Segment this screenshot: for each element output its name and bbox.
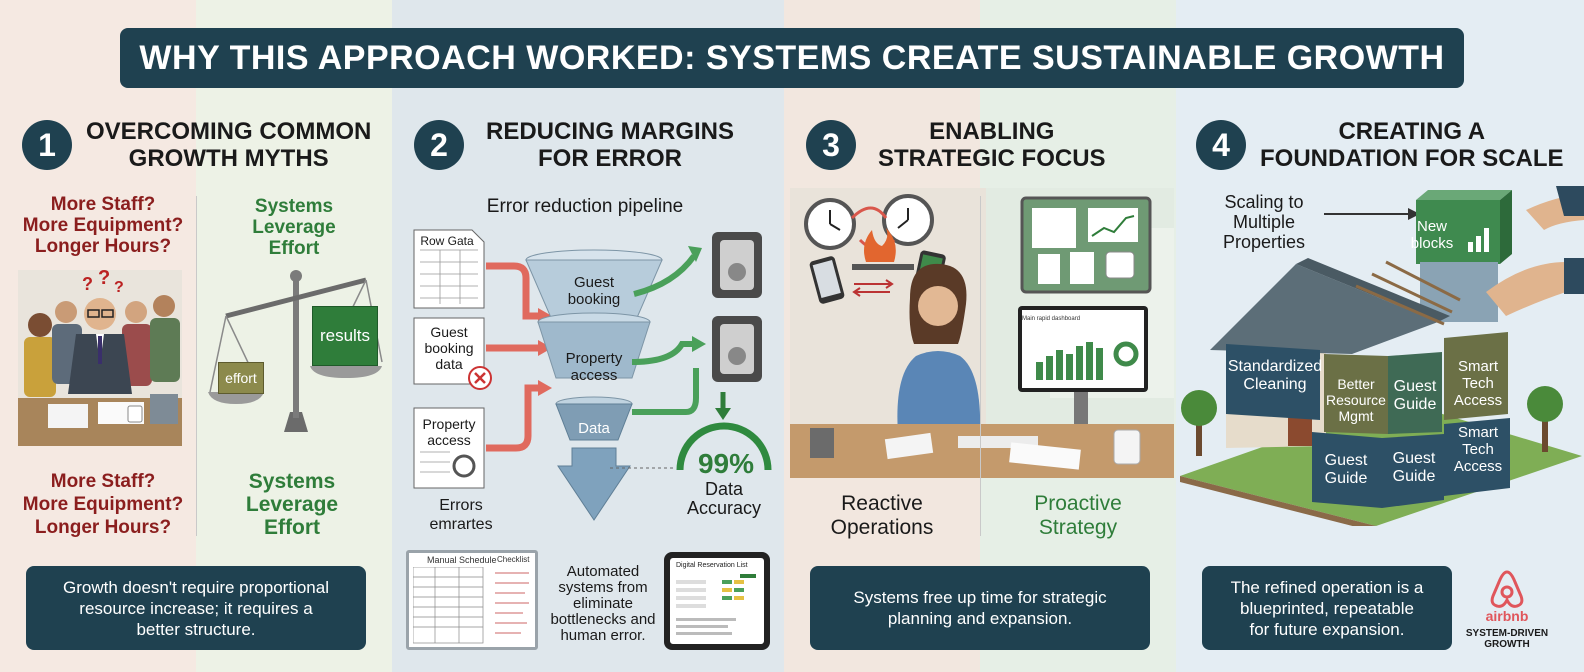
myth-questions-top: More Staff?More Equipment?Longer Hours? [22, 194, 184, 257]
section-number: 2 [414, 120, 464, 170]
section-number: 1 [22, 120, 72, 170]
manual-schedule-whiteboard: Manual Schedule Checklist [406, 550, 538, 650]
svg-text:?: ? [98, 270, 110, 289]
divider [196, 196, 197, 536]
error-pipeline-diagram [413, 229, 772, 521]
myth-questions-bottom: More Staff?More Equipment?Longer Hours? [22, 471, 184, 538]
svg-text:?: ? [82, 274, 93, 294]
section-number: 3 [806, 120, 856, 170]
funnel-data: Data [578, 420, 610, 437]
divider [980, 196, 981, 536]
tablet-title: Digital Reservation List [676, 562, 748, 569]
effort-weight: effort [218, 362, 264, 394]
house-blocks-illustration [1180, 186, 1584, 526]
accuracy-value: 99% [697, 448, 755, 479]
doc-row-data-label: Row Gata [420, 234, 474, 248]
svg-text:?: ? [114, 279, 124, 296]
airbnb-brand-text: airbnb [1485, 608, 1529, 624]
monitor-title: Main rapid dashboard [1022, 316, 1081, 322]
digital-reservation-tablet: Digital Reservation List [664, 552, 770, 650]
section-number: 4 [1196, 120, 1246, 170]
whiteboard-title: Manual Schedule [427, 555, 497, 565]
stressed-manager-illustration: ? ? ? [18, 270, 182, 446]
airbnb-logo-icon [1490, 570, 1524, 608]
results-weight: results [312, 306, 378, 366]
whiteboard-checklist-title: Checklist [497, 555, 530, 564]
tablet-screen: Digital Reservation List [670, 558, 764, 644]
pipeline-title: Error reduction pipeline [486, 196, 684, 217]
main-title: WHY THIS APPROACH WORKED: SYSTEMS CREATE… [120, 28, 1464, 88]
office-scene-illustration [790, 188, 1174, 478]
whiteboard-grid [413, 567, 529, 644]
tablet-table [676, 574, 756, 635]
